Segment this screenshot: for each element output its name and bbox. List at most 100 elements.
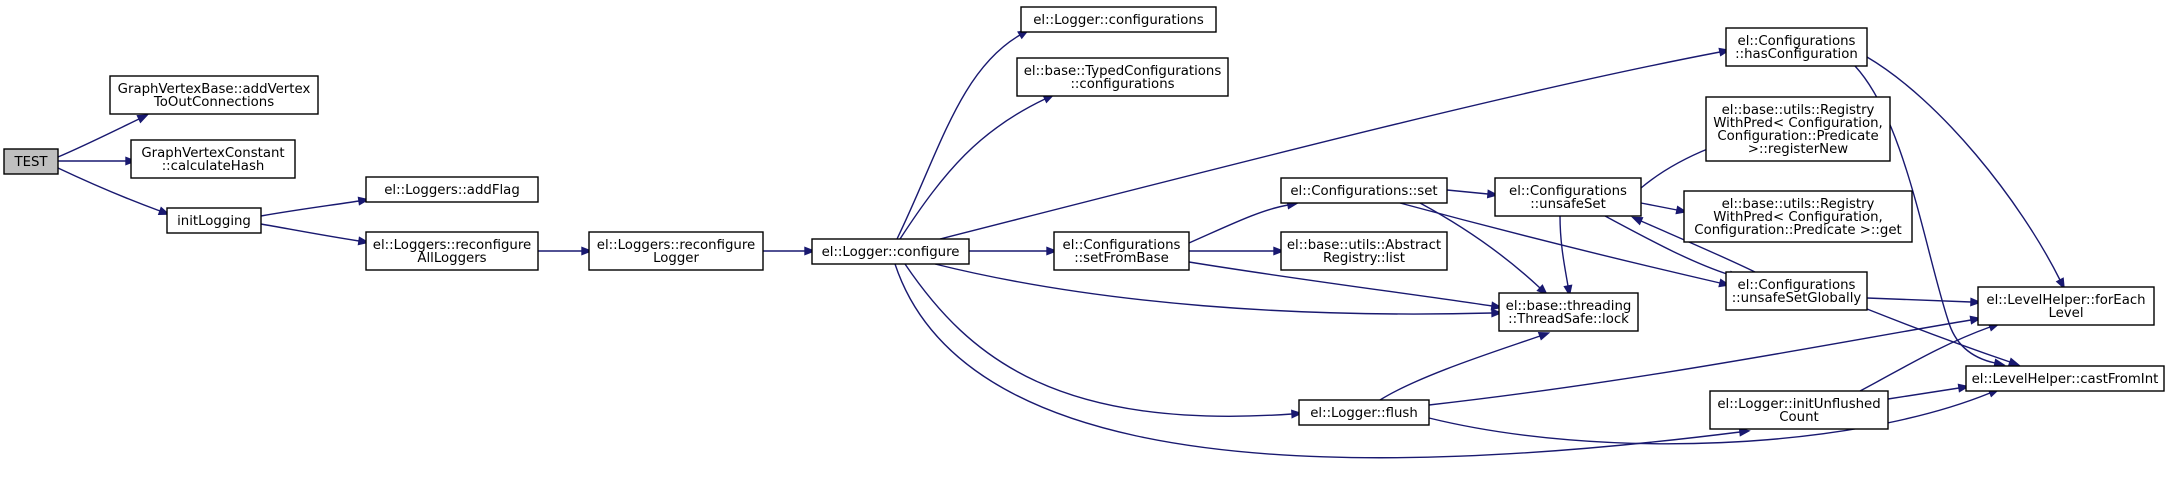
edge-line: [896, 34, 1021, 240]
node-configs-setfrombase[interactable]: el::Configurations::setFromBase: [1053, 231, 1190, 271]
edge-configs_unsafeset-to-registry_get: [1640, 202, 1688, 215]
node-test[interactable]: TEST: [3, 148, 59, 175]
edge-line: [1604, 215, 1731, 276]
node-box: [1498, 292, 1639, 332]
node-box: [1683, 190, 1913, 243]
edge-line: [1379, 335, 1541, 401]
node-gvb-add[interactable]: GraphVertexBase::addVertexToOutConnectio…: [109, 75, 319, 115]
node-configs-set[interactable]: el::Configurations::set: [1280, 177, 1448, 204]
edge-line: [1446, 189, 1489, 195]
node-box: [365, 231, 539, 271]
edge-configs_unsafesetglobally-to-levelhelper_castfromint: [1866, 308, 2021, 367]
edge-logger_configure-to-typed_configs: [899, 94, 1055, 240]
edge-line: [894, 263, 1741, 459]
node-typed-configs[interactable]: el::base::TypedConfigurations::configura…: [1016, 57, 1229, 97]
node-label: el::Configurations: [1063, 238, 1181, 253]
node-box: [3, 148, 59, 175]
node-label: el::base::threading: [1506, 299, 1632, 314]
edge-line: [904, 263, 1293, 417]
node-box: [1725, 271, 1868, 311]
edge-line: [1640, 220, 1756, 273]
node-label: >::registerNew: [1748, 142, 1849, 157]
edge-test-to-gvc_hash: [58, 156, 137, 166]
edge-initlogging-to-loggers_reconf_all: [260, 223, 370, 246]
node-label: el::Logger::initUnflushed: [1717, 397, 1880, 412]
node-label: ::configurations: [1070, 77, 1174, 92]
edge-line: [260, 200, 360, 217]
node-levelhelper-castfromint[interactable]: el::LevelHelper::castFromInt: [1965, 365, 2165, 392]
node-label: Configuration::Predicate: [1717, 129, 1878, 144]
node-configs-unsafesetglobally[interactable]: el::Configurations::unsafeSetGlobally: [1725, 271, 1868, 311]
node-box: [1020, 6, 1217, 33]
node-box: [1494, 177, 1642, 217]
edge-loggers_reconf_all-to-loggers_reconf: [538, 246, 593, 256]
node-label: el::base::TypedConfigurations: [1024, 64, 1222, 79]
node-label: el::base::utils::Registry: [1722, 197, 1875, 212]
node-label: initLogging: [177, 214, 251, 229]
edge-logger_configure-to-logger_configurations: [896, 29, 1030, 240]
node-box: [1053, 231, 1190, 271]
edge-configs_setfrombase-to-abstract_list: [1189, 246, 1285, 256]
edge-test-to-gvb_add: [57, 114, 149, 158]
edge-line: [1188, 261, 1493, 307]
node-box: [1705, 96, 1891, 162]
arrowhead-icon: [1291, 409, 1303, 419]
edge-logger_flush-to-threadsafe_lock: [1379, 331, 1551, 401]
edge-configs_unsafesetglobally-to-levelhelper_foreach: [1866, 297, 1982, 307]
node-label: el::Logger::configurations: [1033, 13, 1204, 28]
edge-line: [1399, 202, 1721, 284]
node-label: el::Configurations: [1509, 184, 1627, 199]
node-box: [166, 207, 262, 234]
edge-line: [57, 118, 140, 158]
node-logger-flush[interactable]: el::Logger::flush: [1298, 399, 1430, 426]
arrowhead-icon: [157, 206, 171, 216]
edge-initlogging-to-loggers_addflag: [260, 196, 370, 217]
node-initlogging[interactable]: initLogging: [166, 207, 262, 234]
arrowhead-icon: [2055, 277, 2065, 290]
node-logger-configure[interactable]: el::Logger::configure: [811, 238, 970, 265]
edge-logger_configure-to-logger_flush: [904, 263, 1303, 419]
arrowhead-icon: [581, 246, 593, 256]
node-label: el::base::utils::Abstract: [1287, 238, 1441, 253]
edge-line: [1640, 147, 1711, 189]
node-box: [1977, 286, 2155, 326]
edge-line: [1640, 202, 1678, 211]
node-label: el::LevelHelper::forEach: [1986, 293, 2145, 308]
arrowhead-icon: [1046, 246, 1058, 256]
node-label: Level: [2048, 306, 2083, 321]
node-configs-unsafeset[interactable]: el::Configurations::unsafeSet: [1494, 177, 1642, 217]
node-label: el::Configurations: [1738, 278, 1856, 293]
node-box: [1725, 27, 1868, 67]
arrowhead-icon: [136, 114, 149, 124]
edge-configs_hasconf-to-levelhelper_foreach: [1866, 56, 2065, 290]
node-logger-configurations[interactable]: el::Logger::configurations: [1020, 6, 1217, 33]
arrowhead-icon: [804, 246, 816, 256]
edge-line: [57, 167, 161, 212]
arrowhead-icon: [1970, 297, 1982, 307]
node-label: WithPred< Configuration,: [1713, 210, 1883, 225]
node-gvc-hash[interactable]: GraphVertexConstant::calculateHash: [130, 139, 296, 179]
node-threadsafe-lock[interactable]: el::base::threading::ThreadSafe::lock: [1498, 292, 1639, 332]
node-label: ::hasConfiguration: [1735, 47, 1858, 62]
node-box: [1709, 390, 1889, 430]
node-label: el::Loggers::reconfigure: [373, 238, 531, 253]
node-label: GraphVertexBase::addVertex: [118, 82, 311, 97]
arrowhead-icon: [1738, 427, 1751, 437]
arrowhead-icon: [1486, 189, 1499, 199]
node-label: TEST: [13, 155, 48, 170]
node-label: WithPred< Configuration,: [1713, 116, 1883, 131]
node-label: el::Configurations: [1738, 34, 1856, 49]
node-configs-hasconf[interactable]: el::Configurations::hasConfiguration: [1725, 27, 1868, 67]
node-box: [1016, 57, 1229, 97]
edge-line: [1866, 297, 1972, 303]
node-loggers-addflag[interactable]: el::Loggers::addFlag: [365, 176, 539, 203]
node-label: Registry::list: [1323, 251, 1405, 266]
